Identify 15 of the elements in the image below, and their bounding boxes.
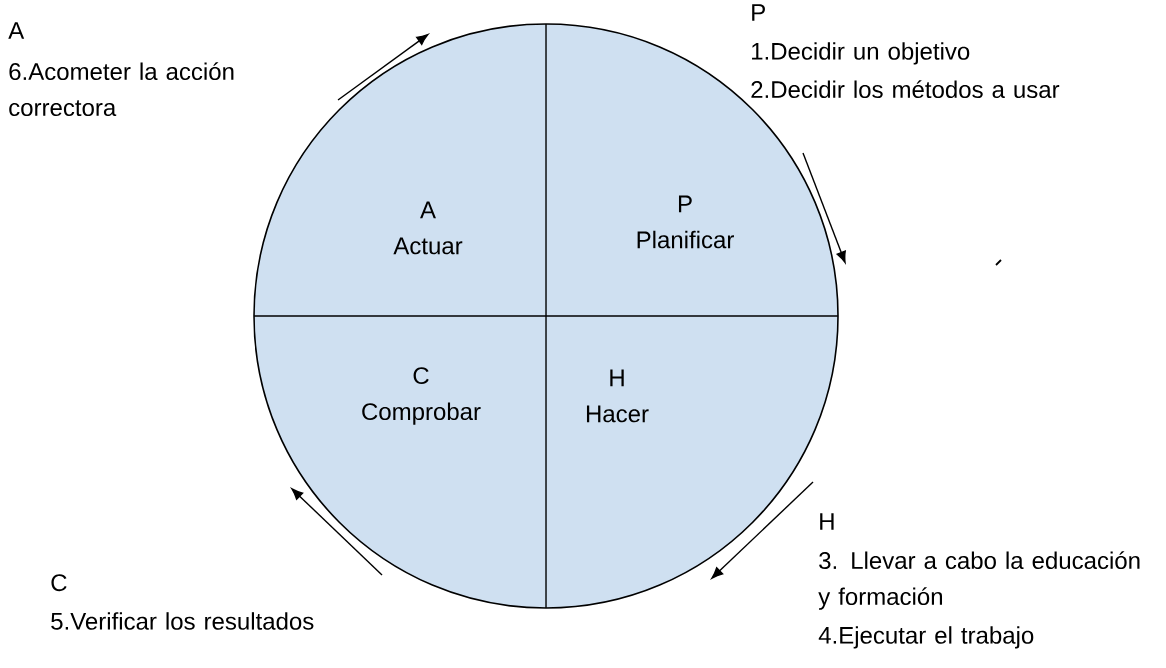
quadrant-sector: C Comprobar [254,316,546,608]
quadrant-sector: A Actuar [254,24,546,316]
node-label: C [413,367,429,385]
node-label: Planificar [637,230,734,249]
node-label: Comprobar [362,402,481,425]
node-label: Hacer [586,405,649,423]
step-text: 5.Verificar los resultados [51,612,314,630]
node-label: Actuar [393,237,463,255]
step-text: A [8,22,25,39]
step-text: C [51,574,67,592]
node-label: H [610,369,624,387]
node-label: P [678,195,692,213]
step-text: H [820,513,834,530]
step-text: 4.Ejecutar el trabajo [818,626,1034,649]
node-label: A [420,201,436,219]
